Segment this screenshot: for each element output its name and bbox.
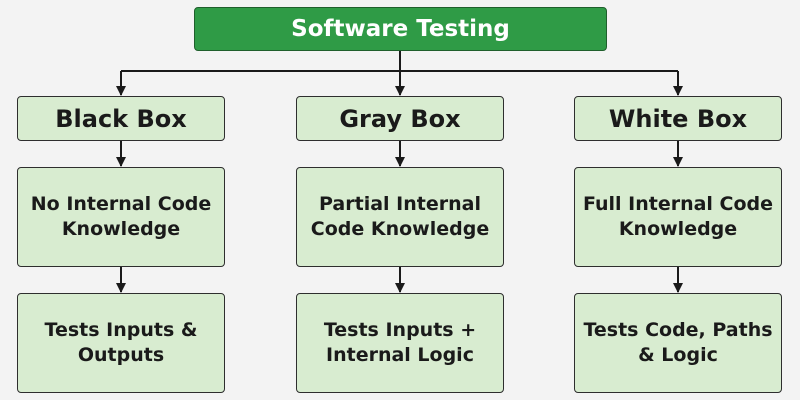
- category-node-gray-box: Gray Box: [296, 96, 504, 141]
- category-node-white-box: White Box: [574, 96, 782, 141]
- tests-node-black-box: Tests Inputs & Outputs: [17, 293, 225, 393]
- knowledge-node-white-box: Full Internal Code Knowledge: [574, 167, 782, 267]
- tests-node-white-box: Tests Code, Paths & Logic: [574, 293, 782, 393]
- category-node-black-box: Black Box: [17, 96, 225, 141]
- tests-node-gray-box: Tests Inputs + Internal Logic: [296, 293, 504, 393]
- knowledge-node-black-box: No Internal Code Knowledge: [17, 167, 225, 267]
- root-node-software-testing: Software Testing: [194, 7, 607, 51]
- knowledge-node-gray-box: Partial Internal Code Knowledge: [296, 167, 504, 267]
